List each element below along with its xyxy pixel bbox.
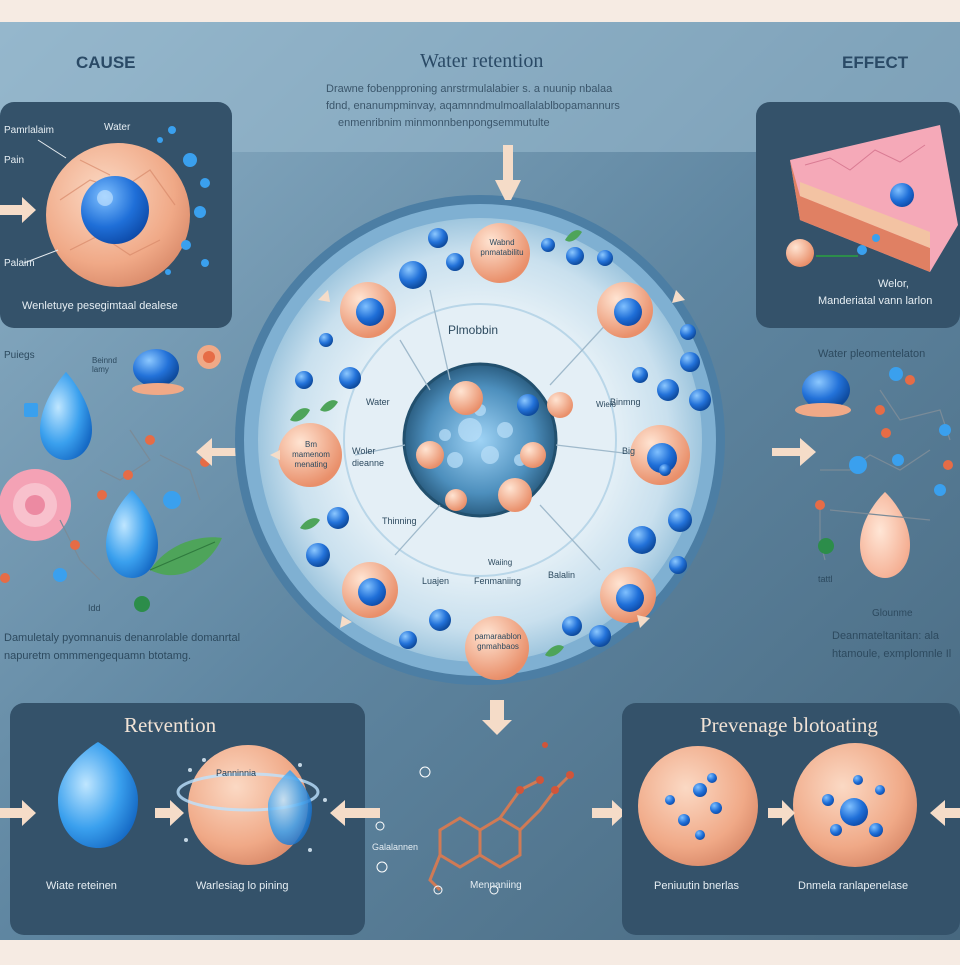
cause-arrow (0, 197, 36, 223)
circle-ring-water: Water (366, 397, 390, 407)
left-caption-2: napuretm ommmengequamn btotamg. (4, 650, 192, 662)
prevent-title: Prevenage blotoating (700, 713, 878, 737)
intro-line-2: fdnd, enanumpminvay, aqamnndmulmoallalab… (326, 100, 620, 112)
retention-title: Retvention (124, 713, 217, 737)
circle-node-top: Wabnd pnmatabilitu (480, 238, 524, 257)
left-label-top: Puiegs (4, 350, 35, 361)
right-label-bottom-a: tattl (818, 574, 833, 584)
main-title: Water retention (420, 50, 544, 72)
effect-label-water: Welor, (878, 278, 909, 290)
circle-center-label: Plmobbin (448, 323, 499, 337)
right-label-top: Water pleomentelaton (818, 348, 926, 360)
prevent-caption-right: Dnmela ranlapenelase (798, 880, 909, 892)
retention-caption-right: Warlesiag lo pining (196, 880, 289, 892)
left-molecules (0, 345, 222, 612)
right-caption-2: htamoule, exmplomnle Il (832, 648, 952, 660)
molecule-label-b: Mennaniing (470, 880, 522, 891)
effect-heading: EFFECT (842, 53, 909, 72)
retention-drop (58, 742, 138, 848)
right-caption-1: Deanmateltanitan: ala (832, 630, 940, 642)
circle-node-bottom: pamaraablon gnmahbaos (474, 632, 522, 651)
cause-heading: CAUSE (76, 53, 136, 72)
prevent-caption-left: Peniuutin bnerlas (654, 880, 740, 892)
left-label-small: Beinnd lamy (92, 356, 117, 374)
intro-line-3: enmenribnim minmonnbenpongsemmutulte (338, 117, 550, 129)
prevent-cells (638, 743, 917, 867)
cause-label-water: Water (104, 122, 131, 133)
cause-water-drops (157, 126, 210, 275)
left-label-bottom: Idd (88, 603, 101, 613)
center-cycle (235, 145, 725, 685)
intro-line-1: Drawne fobenpproning anrstrmulalabier s.… (326, 83, 613, 95)
circle-ring-wolor: Woler (352, 446, 376, 456)
circle-ring-balalin: Balalin (548, 570, 576, 580)
circle-ring-dieanne: dieanne (352, 458, 385, 468)
effect-cell (786, 239, 814, 267)
retention-caption-left: Wiate reteinen (46, 880, 117, 892)
tissue-block (790, 125, 958, 272)
molecule-label-a: Galalannen (372, 842, 419, 852)
right-label-bottom-b: Glounme (872, 608, 913, 619)
cause-label-top-left: Pamrlalaim (4, 125, 55, 136)
circle-ring-thinning: Thinning (382, 516, 417, 526)
down-arrow (482, 700, 512, 735)
circle-ring-big: Big (622, 446, 636, 456)
circle-ring-luaje: Luajen (422, 576, 450, 586)
cause-label-mid: Pain (4, 155, 25, 166)
cause-caption: Wenletuye pesegimtaal dealese (22, 300, 178, 312)
circle-ring-water2: Wieio (596, 400, 617, 409)
left-arrow (196, 438, 240, 466)
left-caption-1: Damuletaly pyomnanuis denanrolable doman… (4, 632, 241, 644)
circle-ring-binmng: Binmng (610, 397, 641, 407)
right-arrow (772, 438, 816, 466)
circle-node-left: Bm mamenom menating (292, 440, 330, 469)
retention-inner-label: Panninnia (216, 768, 257, 778)
top-arrow (495, 145, 521, 200)
circle-ring-waiing: Waiing (488, 558, 513, 567)
cause-cell (46, 143, 190, 287)
circle-ring-fenmaniing: Fenmaniing (474, 576, 522, 586)
effect-caption: Manderiatal vann larlon (818, 295, 933, 307)
cause-label-bottom: Palaim (4, 258, 35, 269)
right-molecules (795, 367, 953, 578)
